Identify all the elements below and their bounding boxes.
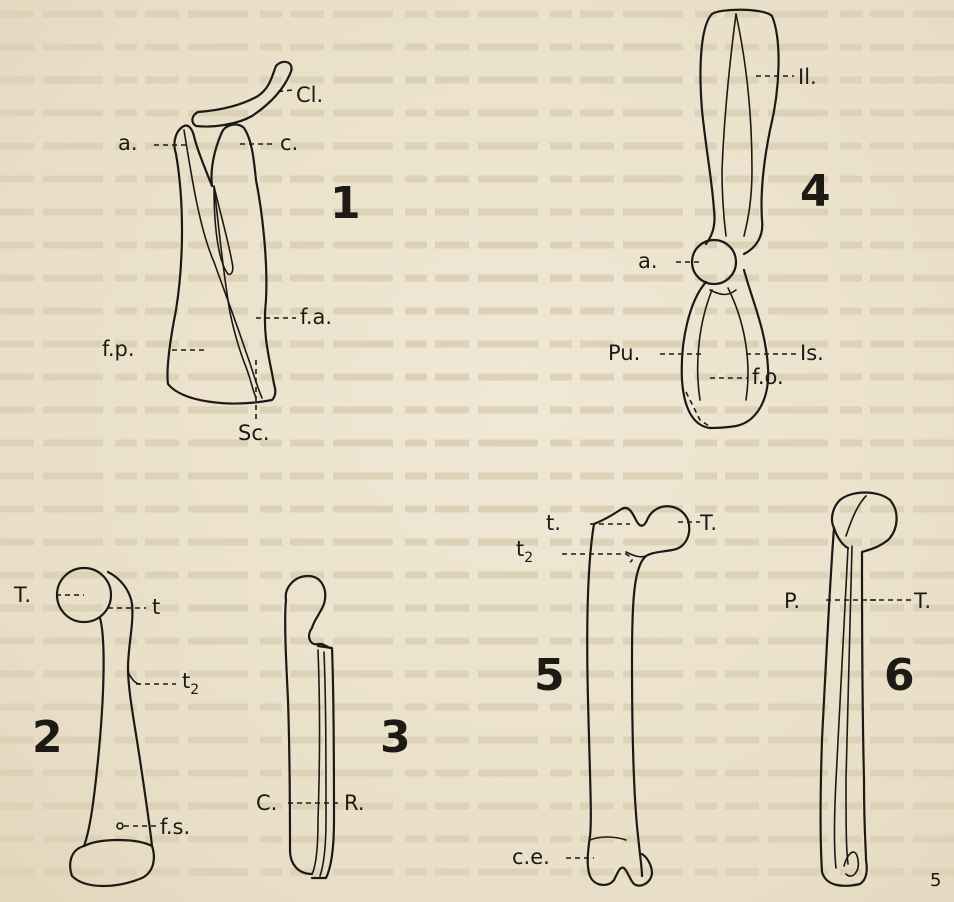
fig4-label-is: Is. <box>800 341 824 365</box>
fig1-label-sc: Sc. <box>238 421 270 445</box>
fig3-label-R: R. <box>344 791 365 815</box>
fig6-label-T: T. <box>913 589 931 613</box>
fig1-label-c: c. <box>280 131 298 155</box>
fig1-label-a: a. <box>118 131 138 155</box>
figure-number-5: 5 <box>534 650 565 701</box>
figure-6-tibia: P. T. 6 <box>784 493 931 886</box>
fig2-label-T: T. <box>13 583 31 607</box>
page-mark: 5 <box>930 870 941 891</box>
background-show-through <box>0 14 954 872</box>
fig2-label-t: t <box>152 595 160 619</box>
fig1-label-fp: f.p. <box>102 337 135 361</box>
fig6-label-p: P. <box>784 589 800 613</box>
fig3-label-C: C. <box>256 791 277 815</box>
fig4-label-a: a. <box>638 249 658 273</box>
figure-number-4: 4 <box>800 166 831 217</box>
fig4-label-il: Il. <box>798 65 817 89</box>
fig5-label-t: t. <box>546 511 561 535</box>
figure-number-3: 3 <box>380 712 411 763</box>
figure-number-1: 1 <box>330 178 361 229</box>
figure-number-2: 2 <box>32 712 63 763</box>
figure-5-femur: t. T. t2 c.e. 5 <box>512 506 717 885</box>
figure-1-scapula: Cl. a. c. f.a. f.p. Sc. 1 <box>102 62 361 445</box>
figure-2-femur: T. t t2 f.s. 2 <box>13 568 199 886</box>
fig5-label-T: T. <box>699 511 717 535</box>
fig4-label-fo: f.o. <box>752 365 784 389</box>
fig5-label-ce: c.e. <box>512 845 550 869</box>
figure-3-forearm: C. R. 3 <box>256 576 411 878</box>
fig1-label-fa: f.a. <box>300 305 332 329</box>
fig1-label-cl: Cl. <box>296 83 323 107</box>
figure-number-6: 6 <box>884 650 915 701</box>
fig2-label-fs: f.s. <box>160 815 190 839</box>
figure-4-pelvis: Il. a. Pu. Is. f.o. 4 <box>608 10 831 428</box>
fig4-label-pu: Pu. <box>608 341 640 365</box>
